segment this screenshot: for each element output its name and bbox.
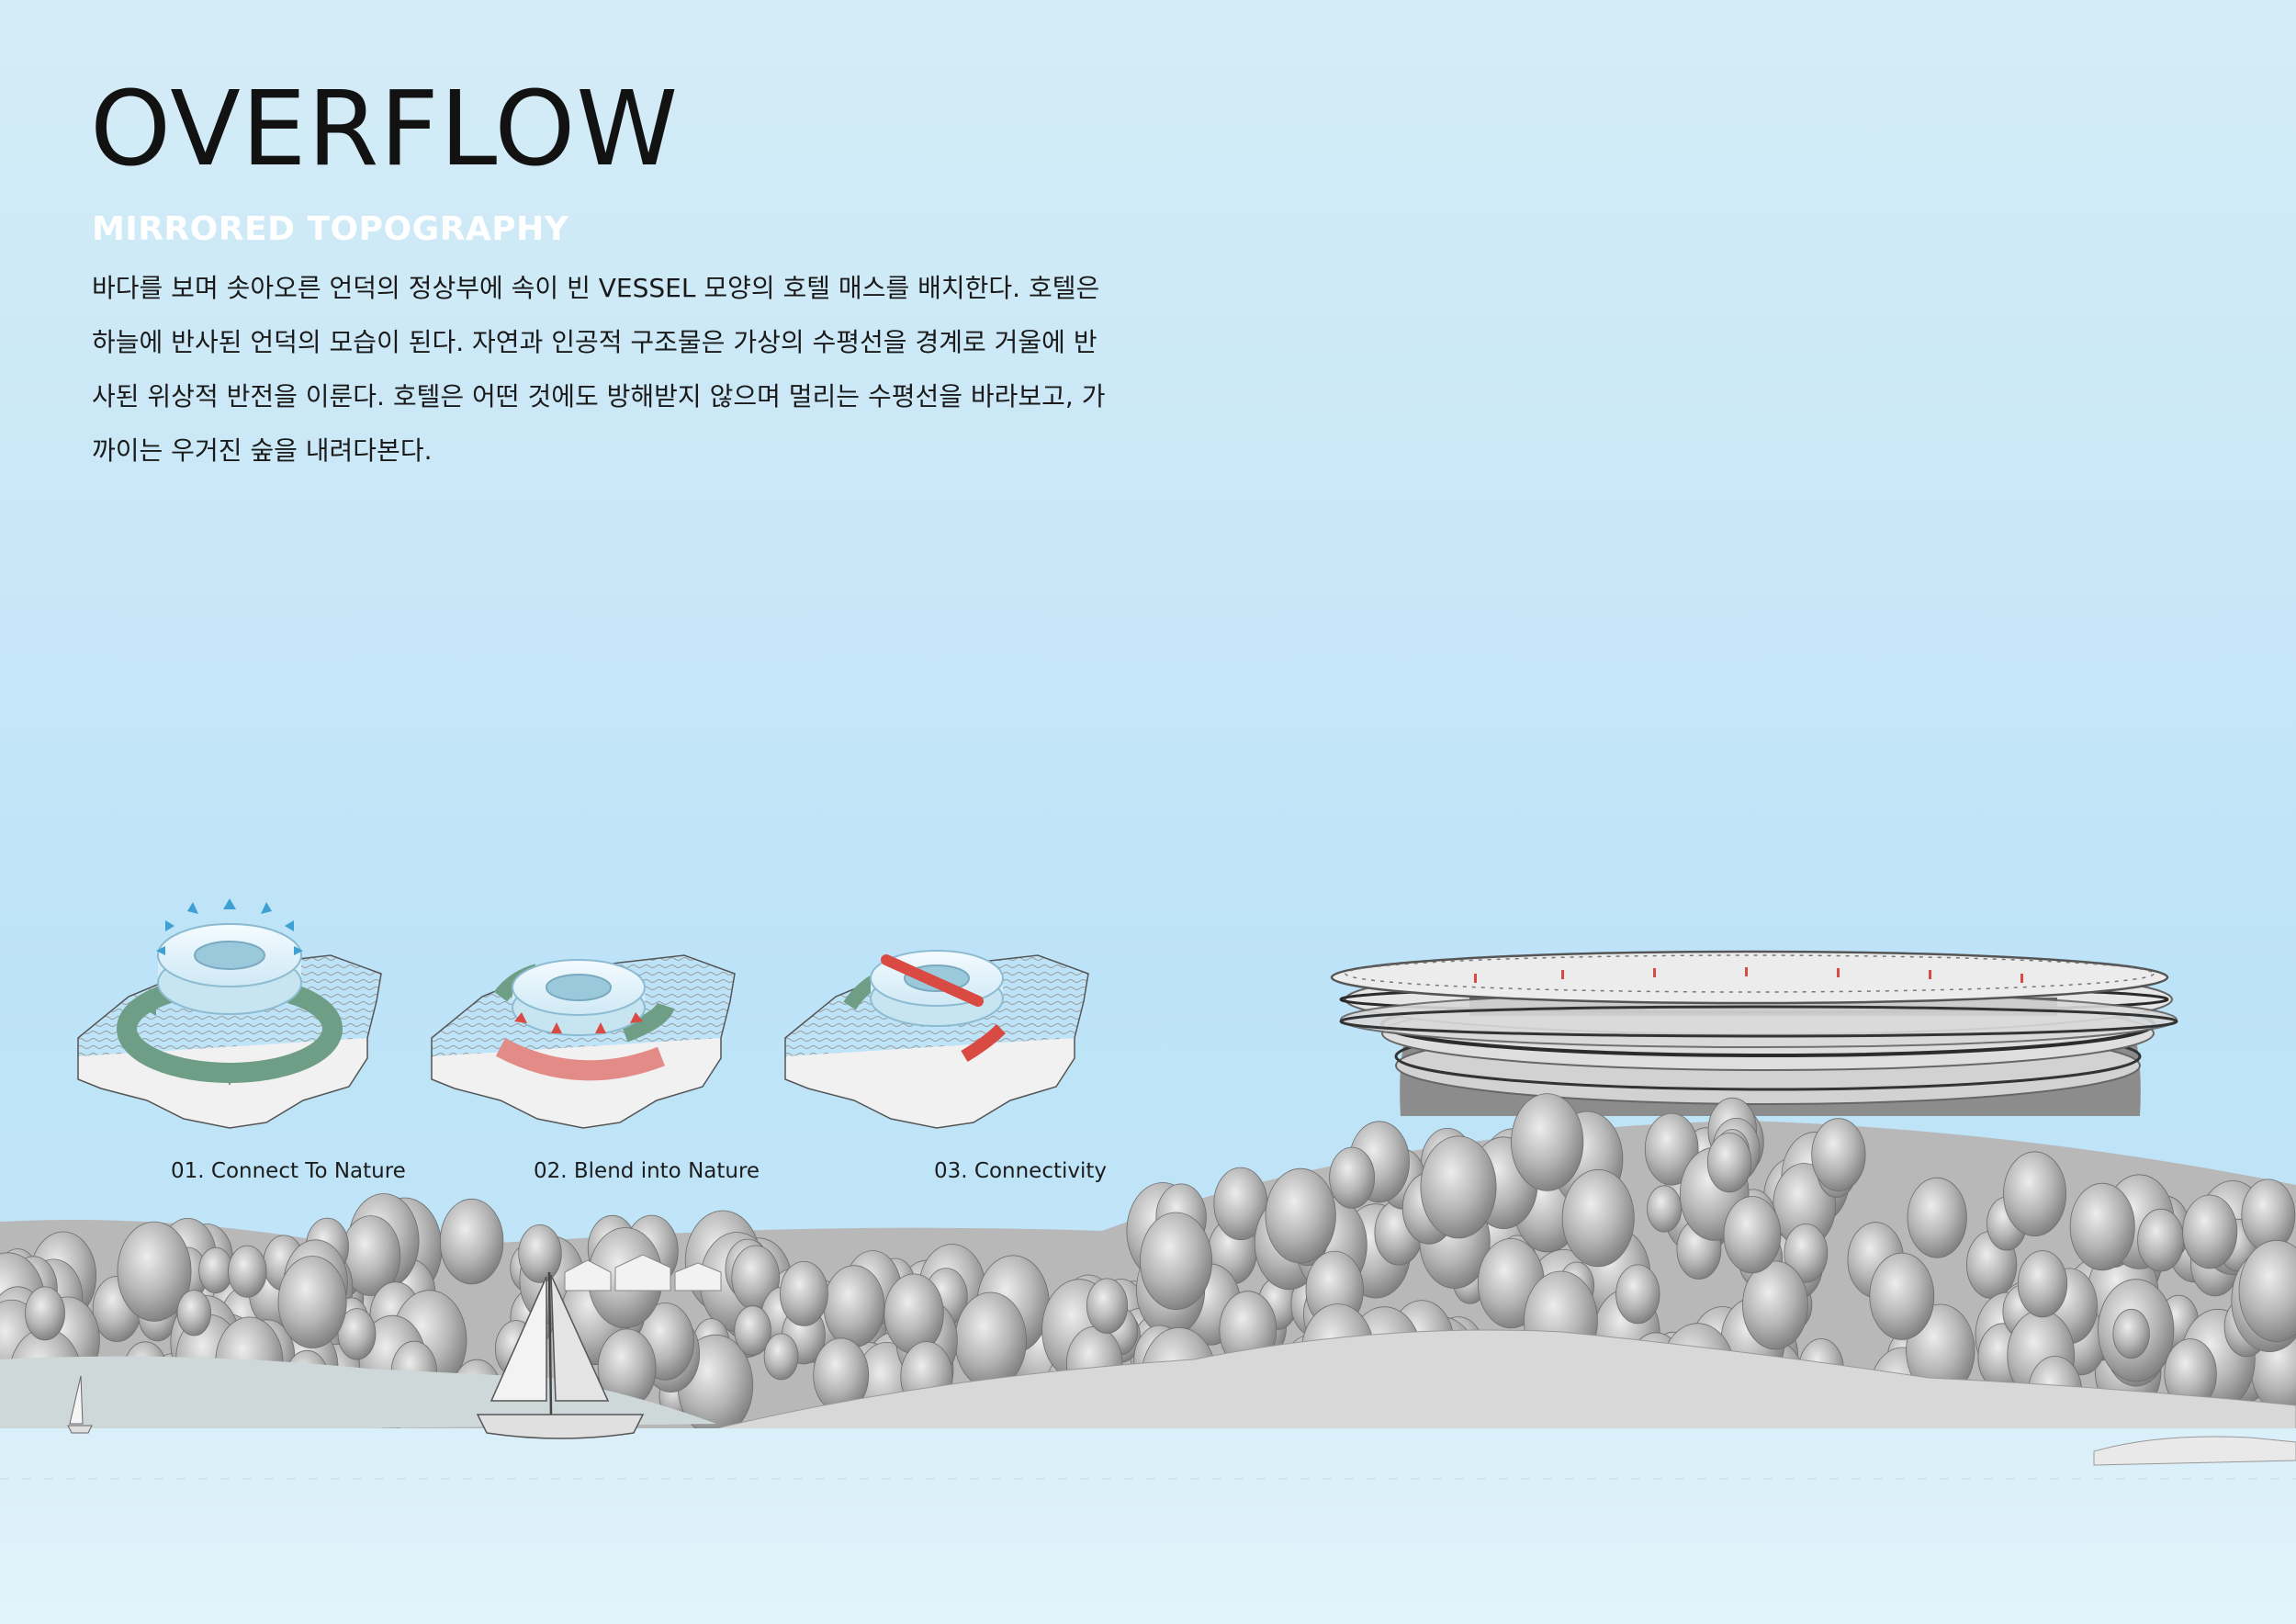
tree bbox=[2069, 1182, 2135, 1271]
tree bbox=[439, 1198, 504, 1285]
tree bbox=[1647, 1185, 1683, 1233]
diagram-caption-3: 03. Connectivity bbox=[934, 1159, 1108, 1183]
diagram-blend-into-nature bbox=[431, 954, 736, 1129]
tree bbox=[117, 1221, 192, 1322]
tree bbox=[228, 1245, 267, 1298]
tree bbox=[1907, 1177, 1967, 1258]
tree bbox=[337, 1308, 377, 1360]
tree bbox=[1811, 1118, 1866, 1191]
tree bbox=[2241, 1179, 2296, 1252]
description-text: 바다를 보며 솟아오른 언덕의 정상부에 속이 빈 VESSEL 모양의 호텔 … bbox=[92, 273, 1106, 466]
tree bbox=[1784, 1224, 1829, 1283]
diagram-caption-1: 01. Connect To Nature bbox=[171, 1159, 406, 1183]
distant-buildings bbox=[564, 1254, 722, 1291]
tree bbox=[198, 1246, 233, 1294]
tree bbox=[1140, 1212, 1213, 1310]
tree bbox=[1869, 1252, 1935, 1340]
tree bbox=[518, 1224, 562, 1283]
diagram-connect-to-nature bbox=[77, 898, 382, 1129]
tree bbox=[763, 1333, 799, 1381]
tree bbox=[277, 1256, 347, 1348]
small-sailboat bbox=[67, 1375, 93, 1434]
tree bbox=[1644, 1112, 1699, 1186]
tree bbox=[823, 1265, 885, 1348]
tree bbox=[1265, 1167, 1336, 1264]
tree bbox=[734, 1305, 771, 1356]
tree bbox=[1723, 1196, 1782, 1274]
tree bbox=[1086, 1278, 1129, 1334]
tree bbox=[1615, 1264, 1660, 1325]
diagram-connectivity bbox=[784, 950, 1089, 1129]
tree bbox=[2112, 1308, 2150, 1359]
tree bbox=[1706, 1133, 1752, 1193]
forest bbox=[0, 1093, 2296, 1452]
page-subtitle: MIRRORED TOPOGRAPHY bbox=[92, 210, 569, 248]
tree bbox=[884, 1273, 944, 1355]
tree bbox=[2017, 1250, 2068, 1318]
tree bbox=[2182, 1194, 2238, 1269]
sailboat bbox=[476, 1271, 645, 1439]
tree bbox=[2238, 1239, 2296, 1342]
tree bbox=[176, 1290, 211, 1336]
tree bbox=[1329, 1146, 1375, 1209]
tree bbox=[780, 1261, 828, 1326]
tree bbox=[1742, 1260, 1808, 1350]
tree bbox=[1420, 1135, 1497, 1239]
diagram-caption-2: 02. Blend into Nature bbox=[534, 1159, 760, 1183]
tree bbox=[954, 1291, 1027, 1389]
page-title: OVERFLOW bbox=[90, 70, 680, 189]
tree bbox=[1511, 1093, 1584, 1191]
tree bbox=[25, 1286, 65, 1341]
tree bbox=[1561, 1168, 1635, 1268]
tree bbox=[2003, 1151, 2067, 1236]
tree bbox=[2137, 1208, 2185, 1272]
sea bbox=[0, 1428, 2296, 1624]
